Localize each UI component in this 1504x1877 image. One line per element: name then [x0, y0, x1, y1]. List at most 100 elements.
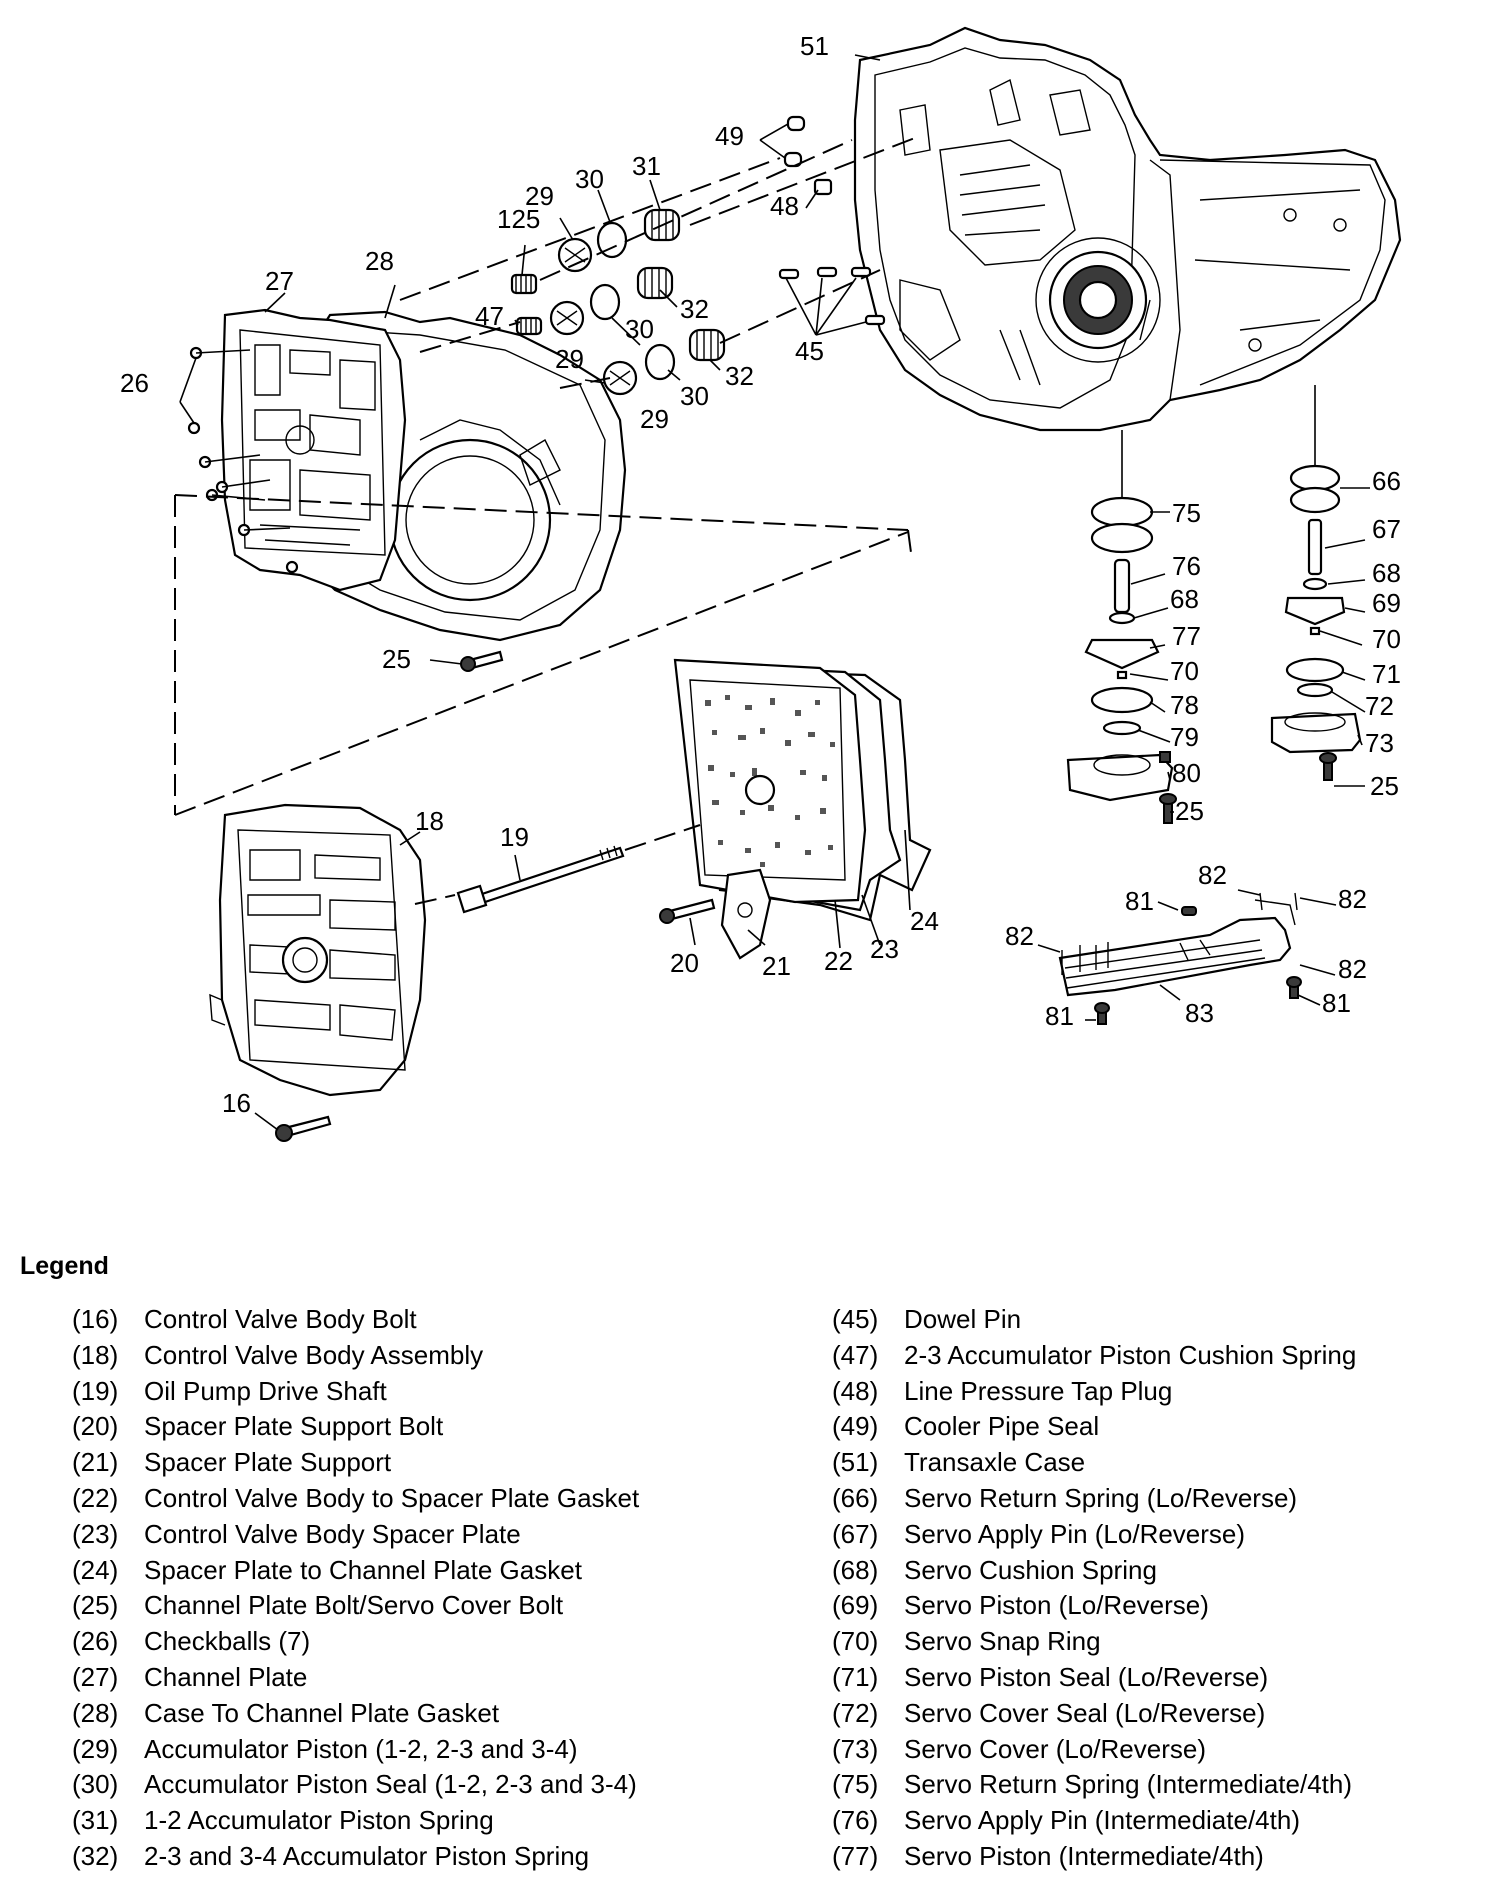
accumulator-spring-32-lower	[688, 328, 726, 362]
callout-69: 69	[1372, 588, 1401, 618]
spacer-plate-support	[720, 868, 772, 960]
callout-49: 49	[715, 121, 744, 151]
callout-29-mid: 29	[555, 344, 584, 374]
accumulator-piston-bottom	[602, 360, 638, 396]
cooler-pipe-seals	[783, 115, 806, 168]
callout-77: 77	[1172, 621, 1201, 651]
legend-item: (75)Servo Return Spring (Intermediate/4t…	[832, 1769, 1352, 1800]
callout-73: 73	[1365, 728, 1394, 758]
intermediate-4th-servo	[1066, 430, 1177, 824]
spacer-plate-support-bolt	[659, 898, 716, 924]
callout-79: 79	[1170, 722, 1199, 752]
callout-47: 47	[475, 301, 504, 331]
legend-item: (27)Channel Plate	[72, 1661, 308, 1692]
legend-item: (68)Servo Cushion Spring	[832, 1554, 1157, 1585]
legend-item: (25)Channel Plate Bolt/Servo Cover Bolt	[72, 1590, 564, 1621]
legend-title: Legend	[20, 1252, 109, 1280]
legend-item: (19)Oil Pump Drive Shaft	[72, 1375, 387, 1406]
legend-item: (72)Servo Cover Seal (Lo/Reverse)	[832, 1697, 1266, 1728]
checkballs	[179, 346, 299, 574]
callout-labels: 16 18 19 20 21 22 23 24 25 25 25 26 27 2…	[120, 31, 1401, 1118]
control-valve-body-assembly	[209, 803, 427, 1097]
callout-72: 72	[1365, 691, 1394, 721]
legend-item: (45)Dowel Pin	[832, 1304, 1022, 1334]
legend-left-column: (16)Control Valve Body Bolt (18)Control …	[72, 1304, 812, 1877]
callout-82-right: 82	[1338, 954, 1367, 984]
legend-item: (32)2-3 and 3-4 Accumulator Piston Sprin…	[72, 1840, 590, 1871]
callout-125: 125	[497, 204, 540, 234]
legend-item: (30)Accumulator Piston Seal (1-2, 2-3 an…	[72, 1769, 637, 1800]
callout-66: 66	[1372, 466, 1401, 496]
callout-25-lo-servo: 25	[1370, 771, 1399, 801]
legend-item: (70)Servo Snap Ring	[832, 1626, 1101, 1657]
legend-item: (71)Servo Piston Seal (Lo/Reverse)	[832, 1661, 1269, 1692]
callout-24: 24	[910, 906, 939, 936]
legend-item: (49)Cooler Pipe Seal	[832, 1411, 1100, 1442]
callout-68-lo: 68	[1372, 558, 1401, 588]
legend-item: (24)Spacer Plate to Channel Plate Gasket	[72, 1554, 582, 1585]
callout-32-upper: 32	[680, 294, 709, 324]
callout-68-int: 68	[1170, 584, 1199, 614]
accumulator-cushion-spring-125	[510, 273, 538, 295]
control-valve-body-bolt	[275, 1115, 332, 1142]
legend-item: (51)Transaxle Case	[832, 1447, 1086, 1478]
leader-lines	[254, 54, 1370, 1131]
accumulator-parts	[510, 208, 726, 396]
legend: Legend (16)Control Valve Body Bolt (18)C…	[0, 1240, 1504, 1874]
legend-item: (67)Servo Apply Pin (Lo/Reverse)	[832, 1518, 1246, 1549]
legend-item: (47)2-3 Accumulator Piston Cushion Sprin…	[832, 1339, 1357, 1370]
callout-71: 71	[1372, 659, 1401, 689]
exploded-view-diagram: 16 18 19 20 21 22 23 24 25 25 25 26 27 2…	[120, 26, 1402, 1142]
callout-25-int-servo: 25	[1175, 796, 1204, 826]
callout-78: 78	[1170, 690, 1199, 720]
legend-item: (73)Servo Cover (Lo/Reverse)	[832, 1733, 1206, 1764]
lo-reverse-servo	[1270, 385, 1362, 781]
callout-30-bottom: 30	[680, 381, 709, 411]
callout-25-channel-plate: 25	[382, 644, 411, 674]
callout-20: 20	[670, 948, 699, 978]
legend-item: (31)1-2 Accumulator Piston Spring	[72, 1805, 494, 1836]
callout-29-top: 29	[525, 181, 554, 211]
accumulator-spring-32-upper	[636, 266, 674, 300]
callout-21: 21	[762, 951, 791, 981]
callout-82-left: 82	[1005, 921, 1034, 951]
callout-22: 22	[824, 946, 853, 976]
oil-pump-drive-shaft	[456, 845, 625, 914]
callout-27: 27	[265, 266, 294, 296]
callout-30-mid: 30	[625, 314, 654, 344]
legend-item: (77)Servo Piston (Intermediate/4th)	[832, 1840, 1264, 1871]
legend-item: (69)Servo Piston (Lo/Reverse)	[832, 1590, 1209, 1621]
transaxle-case	[853, 26, 1402, 432]
callout-51: 51	[800, 31, 829, 61]
callout-83: 83	[1185, 998, 1214, 1028]
legend-item: (16)Control Valve Body Bolt	[72, 1304, 417, 1334]
channel-plate-bolt	[460, 650, 504, 672]
legend-item: (26)Checkballs (7)	[72, 1626, 311, 1657]
callout-81-right: 81	[1322, 988, 1351, 1018]
callout-30-top: 30	[575, 164, 604, 194]
callout-48: 48	[770, 191, 799, 221]
callout-45: 45	[795, 336, 824, 366]
callout-19: 19	[500, 822, 529, 852]
channel-plate	[220, 308, 407, 592]
legend-item: (66)Servo Return Spring (Lo/Reverse)	[832, 1482, 1298, 1513]
legend-item: (48)Line Pressure Tap Plug	[832, 1375, 1173, 1406]
legend-right-column: (45)Dowel Pin (47)2-3 Accumulator Piston…	[832, 1304, 1492, 1877]
legend-item: (18)Control Valve Body Assembly	[72, 1339, 484, 1370]
control-valve-body-to-spacer-plate-gasket	[673, 658, 867, 904]
callout-31: 31	[632, 151, 661, 181]
callout-81-left: 81	[1045, 1001, 1074, 1031]
legend-item: (29)Accumulator Piston (1-2, 2-3 and 3-4…	[72, 1733, 578, 1764]
callout-70-lo: 70	[1372, 624, 1401, 654]
callout-76: 76	[1172, 551, 1201, 581]
legend-item: (21)Spacer Plate Support	[72, 1447, 392, 1478]
callout-82-right-top: 82	[1338, 884, 1367, 914]
cooler-pipe-bracket-assembly	[1058, 892, 1302, 1025]
callout-32-lower: 32	[725, 361, 754, 391]
legend-item: (22)Control Valve Body to Spacer Plate G…	[72, 1482, 640, 1513]
callout-80: 80	[1172, 758, 1201, 788]
callout-67: 67	[1372, 514, 1401, 544]
callout-23: 23	[870, 934, 899, 964]
legend-item: (76)Servo Apply Pin (Intermediate/4th)	[832, 1805, 1300, 1836]
legend-item: (20)Spacer Plate Support Bolt	[72, 1411, 444, 1442]
